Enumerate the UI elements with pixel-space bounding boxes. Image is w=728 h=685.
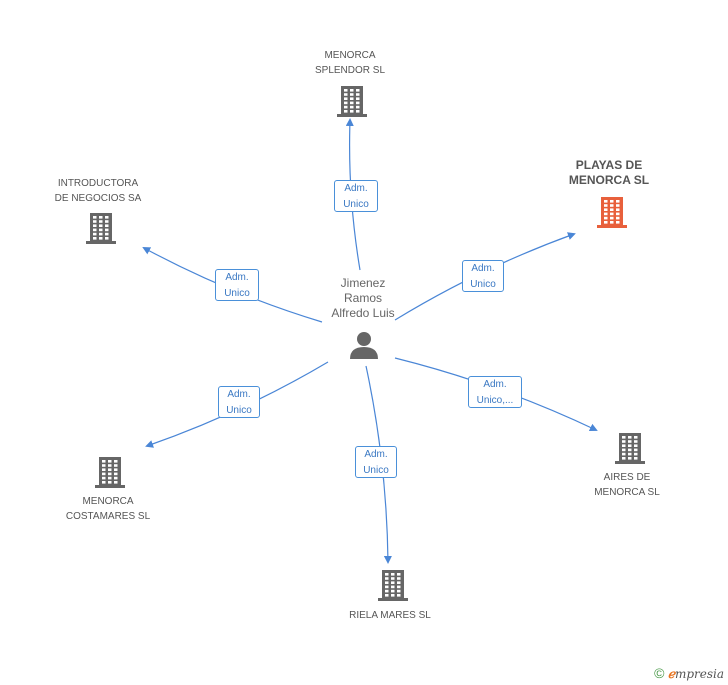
node-label-riela-mares[interactable]: RIELA MARES SL [349, 610, 431, 621]
role-label-menorca-costamares: Adm. Unico [218, 386, 260, 418]
node-label-menorca-splendor[interactable]: MENORCA SPLENDOR SL [314, 50, 386, 76]
building-icon[interactable] [86, 213, 116, 244]
role-label-introductora-de-negocios: Adm. Unico [215, 269, 259, 301]
person-icon[interactable] [350, 332, 378, 359]
role-label-menorca-splendor: Adm. Unico [334, 180, 378, 212]
copyright-symbol: © [654, 665, 665, 681]
building-icon[interactable] [95, 457, 125, 488]
empresia-logo: ℯmpresia [667, 667, 724, 681]
node-label-menorca-costamares[interactable]: MENORCA COSTAMARES SL [65, 496, 151, 522]
role-label-aires-de-menorca: Adm. Unico,... [468, 376, 522, 408]
person-name[interactable]: Jimenez Ramos Alfredo Luis [331, 276, 395, 320]
building-icon[interactable] [378, 570, 408, 601]
node-label-introductora-de-negocios[interactable]: INTRODUCTORA DE NEGOCIOS SA [54, 178, 142, 204]
building-icon[interactable] [615, 433, 645, 464]
role-label-riela-mares: Adm. Unico [355, 446, 397, 478]
building-icon[interactable] [597, 197, 627, 228]
node-label-playas-de-menorca[interactable]: PLAYAS DE MENORCA SL [568, 158, 650, 187]
building-icon[interactable] [337, 86, 367, 117]
copyright-notice: © ℯmpresia [654, 665, 724, 681]
node-label-aires-de-menorca[interactable]: AIRES DE MENORCA SL [594, 472, 660, 498]
role-label-playas-de-menorca: Adm. Unico [462, 260, 504, 292]
